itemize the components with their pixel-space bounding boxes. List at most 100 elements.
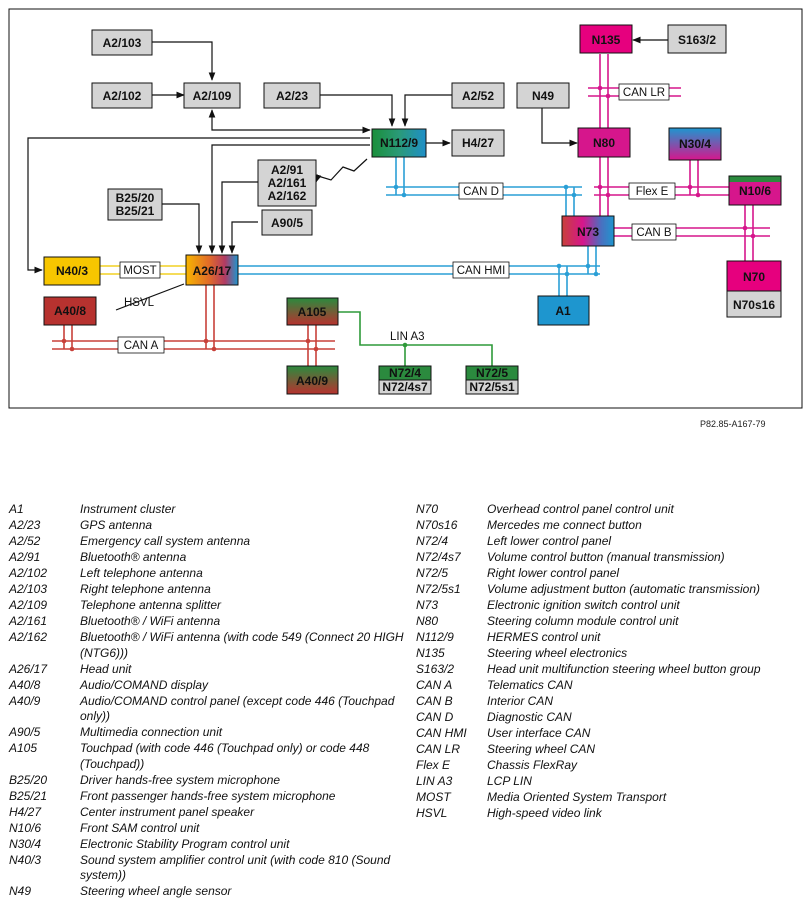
svg-text:A1: A1 [555,304,571,318]
legend-code: HSVL [416,806,448,820]
legend-description: Steering wheel electronics [487,646,628,660]
legend-description: Audio/COMAND control panel (except code … [80,693,395,724]
svg-text:A2/103: A2/103 [103,36,142,50]
label-can-d: CAN D [463,186,499,198]
legend-code: CAN D [416,710,454,724]
svg-text:B25/20: B25/20 [116,191,155,205]
legend-code: CAN HMI [416,726,467,740]
legend-row: CAN HMI User interface CAN [416,726,811,742]
legend-description: Interior CAN [487,694,554,708]
node-a40-8: A40/8 [43,296,97,326]
svg-text:N72/4s7: N72/4s7 [382,380,428,394]
node-a2-102: A2/102 [91,82,153,109]
network-diagram: CAN LR CAN D Flex E CAN B MOST CAN HMI H… [8,8,803,409]
node-n112-9: N112/9 [371,128,427,158]
legend-row: A1 Instrument cluster [9,502,409,518]
node-a40-9: A40/9 [286,365,339,395]
label-lin-a3: LIN A3 [390,331,425,343]
svg-text:A2/162: A2/162 [268,189,307,203]
svg-text:N72/4: N72/4 [389,366,421,380]
legend-code: H4/27 [9,804,42,819]
legend-description: Bluetooth® / WiFi antenna [80,614,221,628]
node-a26-17: A26/17 [185,254,239,286]
legend-description: Telematics CAN [487,678,573,692]
node-n49: N49 [516,82,570,109]
legend-description: Multimedia connection unit [80,725,223,739]
nodes: A2/103 A2/102 A2/109 A2/23 A2/52 N49 S16… [43,24,782,395]
node-a2-109: A2/109 [183,82,241,109]
legend-description: User interface CAN [487,726,591,740]
svg-text:N40/3: N40/3 [56,264,88,278]
legend-code: N72/4 [416,534,449,548]
node-a90-5: A90/5 [261,209,313,236]
junction-dots [61,85,756,352]
legend-description: Bluetooth® / WiFi antenna (with code 549… [80,630,404,660]
bus-labels: CAN LR CAN D Flex E CAN B MOST CAN HMI H… [117,83,677,354]
legend-description: Chassis FlexRay [487,758,578,772]
legend-code: N70s16 [416,518,458,532]
legend-description: High-speed video link [487,806,602,820]
node-a1: A1 [537,295,590,326]
legend-description: Audio/COMAND display [80,677,209,692]
legend-code: A2/23 [9,518,41,532]
legend-description: Right telephone antenna [80,582,211,596]
legend-code: A2/161 [9,614,48,628]
legend-code: N70 [416,502,439,516]
node-n30-4: N30/4 [668,127,722,161]
legend-row: Flex E Chassis FlexRay [416,758,811,774]
legend-row: H4/27 Center instrument panel speaker [9,805,409,821]
legend-code: A40/8 [9,677,41,692]
node-a2-103: A2/103 [91,29,153,56]
legend-description: Electronic ignition switch control unit [487,598,680,612]
legend-row: N73 Electronic ignition switch control un… [416,598,811,614]
node-n70: N70 [726,260,782,292]
legend-code: A1 [9,502,24,516]
legend-code: A2/91 [9,550,41,564]
svg-text:N72/5s1: N72/5s1 [469,380,515,394]
legend-description: Head unit multifunction steering wheel b… [487,662,761,676]
legend-code: N40/3 [9,852,42,867]
svg-text:A40/9: A40/9 [296,374,328,388]
legend-code: N73 [416,598,439,612]
legend-description: HERMES control unit [487,630,601,644]
svg-text:A105: A105 [298,305,327,319]
svg-text:A26/17: A26/17 [193,264,232,278]
legend-row: N70 Overhead control panel control unit [416,502,811,518]
legend-row: A26/17 Head unit [9,662,409,678]
node-a2-52: A2/52 [451,82,505,109]
svg-text:A40/8: A40/8 [54,304,86,318]
node-n40-3: N40/3 [43,256,101,286]
legend-code: A2/109 [9,598,48,612]
node-a2-23: A2/23 [263,82,321,109]
legend-description: Overhead control panel control unit [487,502,674,516]
legend-code: A26/17 [9,661,48,676]
legend-description: Head unit [80,661,132,676]
legend-description: Center instrument panel speaker [80,804,255,819]
legend-description: Steering wheel CAN [487,742,596,756]
legend-description: Right lower control panel [487,566,620,580]
svg-text:N73: N73 [577,225,599,239]
legend-description: GPS antenna [80,518,153,532]
svg-text:S163/2: S163/2 [678,33,716,47]
legend-code: MOST [416,790,451,804]
legend-code: A2/162 [9,630,48,644]
legend-description: LCP LIN [487,774,532,788]
svg-text:N135: N135 [592,33,621,47]
legend-description: Volume control button (manual transmissi… [487,550,725,564]
svg-text:A2/91: A2/91 [271,163,303,177]
legend-row: A2/161 Bluetooth® / WiFi antenna [9,614,409,630]
legend-description: Instrument cluster [80,502,176,516]
lin-a3-bus [338,311,493,366]
node-a2-91-group: A2/91 A2/161 A2/162 [257,159,317,207]
can-hmi-bus [238,246,600,296]
legend-code: Flex E [416,758,451,772]
